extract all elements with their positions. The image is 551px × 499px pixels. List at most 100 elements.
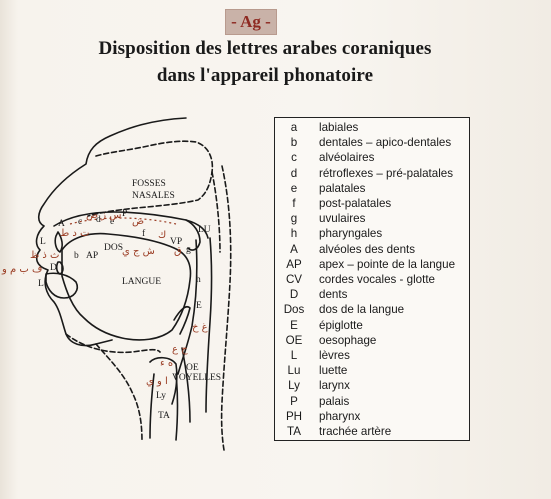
upper-teeth xyxy=(54,231,63,253)
label-b: b xyxy=(74,251,79,261)
legend-abbreviation: P xyxy=(290,394,298,408)
legend-description: trachée artère xyxy=(319,425,392,438)
section-badge: - Ag - xyxy=(225,9,277,35)
legend-description: luette xyxy=(319,364,348,378)
legend-description: oesophage xyxy=(319,333,377,347)
legend-row: Dos dos de la langue xyxy=(275,302,469,318)
arabic-velar-2: ق xyxy=(174,246,182,257)
legend-abbreviation: TA xyxy=(287,425,301,438)
legend-description: palais xyxy=(319,394,350,408)
articulation-arc xyxy=(69,217,177,225)
legend-description: rétroflexes – pré-palatales xyxy=(319,166,454,180)
legend-abbreviation: d xyxy=(290,166,298,180)
label-voyelles: VOYELLES xyxy=(172,373,221,383)
legend-row: f post-palatales xyxy=(275,196,469,212)
legend-abbreviation: PH xyxy=(285,409,303,423)
label-vp: VP xyxy=(170,237,182,247)
legend-abbreviation: f xyxy=(292,197,296,210)
label-g: g xyxy=(186,245,191,255)
head-profile xyxy=(35,117,187,347)
legend-row: OE oesophage xyxy=(275,333,469,349)
arabic-teeth: ث ذ ظ xyxy=(30,250,59,261)
arabic-glottal: ه ء xyxy=(160,358,173,369)
label-e-small: e xyxy=(110,217,114,227)
legend-abbreviation: CV xyxy=(285,273,303,286)
arabic-uvular: غ خ xyxy=(192,322,208,333)
lower-teeth xyxy=(55,261,64,275)
arabic-velar-1: ك xyxy=(158,230,166,241)
arabic-vowels: ا و ي xyxy=(146,376,168,387)
label-f: f xyxy=(142,228,146,239)
legend-description: uvulaires xyxy=(319,212,366,226)
neck-outline xyxy=(95,343,143,443)
label-h: h xyxy=(196,275,201,285)
tongue xyxy=(61,232,192,341)
label-l-bottom: L xyxy=(38,279,44,289)
label-d-cap: D xyxy=(50,263,57,273)
label-dos: DOS xyxy=(104,243,123,253)
label-c: c xyxy=(78,217,82,227)
legend-description: larynx xyxy=(319,379,350,393)
legend-abbreviation: Dos xyxy=(283,303,305,317)
label-d: d xyxy=(96,215,101,225)
legend-description: pharynx xyxy=(319,409,361,423)
legend-abbreviation: D xyxy=(289,288,299,302)
legend-description: dents xyxy=(319,288,348,302)
label-e-cap: E xyxy=(196,301,202,311)
legend-abbreviation: OE xyxy=(285,333,303,347)
legend-abbreviation: Lu xyxy=(287,364,301,378)
label-oe: OE xyxy=(186,363,199,373)
legend-row: c alvéolaires xyxy=(275,150,469,166)
label-nasales: NASALES xyxy=(132,191,175,201)
spine-outline xyxy=(220,165,232,451)
legend-row: b dentales – apico-dentales xyxy=(275,135,469,151)
epiglottis xyxy=(173,305,191,335)
legend-description: cordes vocales - glotte xyxy=(319,273,435,286)
legend-row: d rétroflexes – pré-palatales xyxy=(275,166,469,182)
legend-abbreviation: h xyxy=(290,227,298,241)
arabic-alveolar: س ز ص xyxy=(86,210,121,221)
legend-abbreviation: E xyxy=(290,318,298,332)
label-lu: LU xyxy=(198,225,211,235)
jaw-outline xyxy=(65,333,161,354)
legend-description: post-palatales xyxy=(319,197,392,210)
legend-row: Ly larynx xyxy=(275,378,469,394)
trachea xyxy=(149,373,179,441)
legend-description: dentales – apico-dentales xyxy=(319,136,452,150)
legend-description: épiglotte xyxy=(319,318,363,332)
legend-description: labiales xyxy=(319,121,359,134)
legend-description: alvéolaires xyxy=(319,151,375,165)
legend-abbreviation: Ly xyxy=(288,379,300,393)
arabic-lips: ف ب م و xyxy=(1,264,42,275)
legend-abbreviation: b xyxy=(290,136,298,150)
legend-abbreviation: c xyxy=(291,151,297,165)
oesophagus xyxy=(181,347,191,423)
arabic-dental: ت د ط xyxy=(60,228,89,239)
legend-abbreviation: A xyxy=(290,242,298,256)
vocal-tract-diagram: FOSSES NASALES LANGUE VOYELLES DOS A L L… xyxy=(1,117,232,451)
palate xyxy=(53,211,209,239)
label-ta: TA xyxy=(158,411,170,421)
legend-description: dos de la langue xyxy=(319,303,405,317)
page-title-line-1: Disposition des lettres arabes coranique… xyxy=(98,38,432,59)
legend-description: alvéoles des dents xyxy=(319,242,416,256)
legend-abbreviation: e xyxy=(290,181,298,195)
pharynx-wall xyxy=(205,237,213,413)
legend-row: Lu luette xyxy=(275,363,469,379)
label-a: A xyxy=(58,219,65,229)
label-ly: Ly xyxy=(156,391,166,401)
legend-row: CV cordes vocales - glotte xyxy=(275,272,469,288)
larynx xyxy=(149,356,178,405)
arabic-palatal-1: ض xyxy=(132,216,144,227)
label-ap: AP xyxy=(86,251,98,261)
